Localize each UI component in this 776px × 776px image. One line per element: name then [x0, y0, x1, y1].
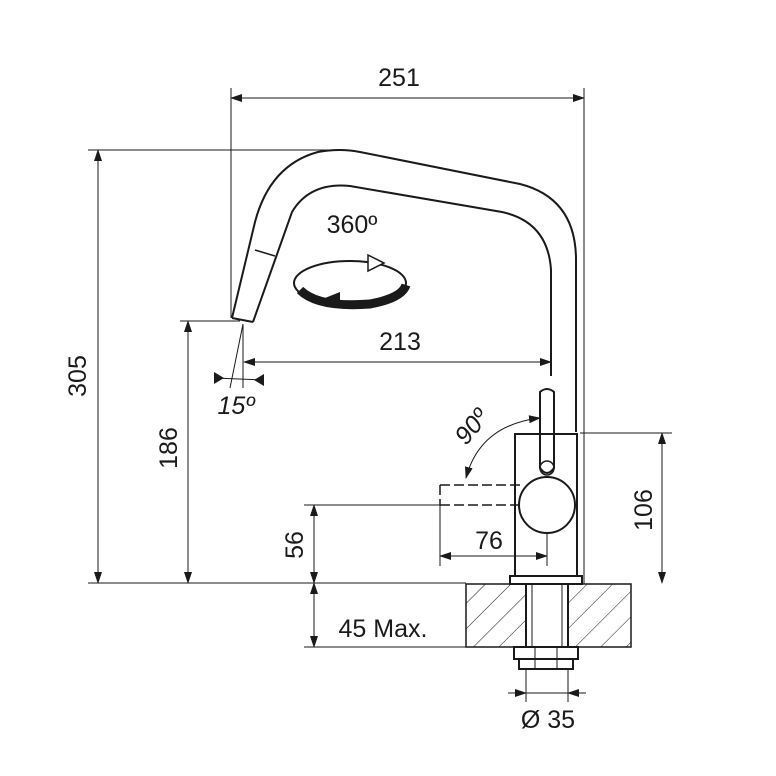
dim-hole-diameter: Ø 35 [508, 669, 586, 734]
label-body-height: 106 [630, 489, 658, 531]
label-lever-reach: 76 [475, 527, 503, 555]
dim-body-height: 106 [580, 432, 672, 584]
dim-spout-reach: 213 [243, 328, 552, 366]
faucet-outline [231, 149, 583, 585]
label-lever-angle: 90º [449, 402, 495, 450]
label-overall-width: 251 [378, 64, 420, 92]
label-spray-angle: 15º [218, 392, 257, 420]
dim-overall-height: 305 [64, 149, 466, 584]
label-max-thickness: 45 Max. [339, 615, 428, 643]
dim-lever-angle: 90º [449, 402, 541, 479]
dim-lever-reach: 76 [439, 505, 548, 566]
label-swivel-angle: 360º [327, 211, 378, 239]
label-overall-height: 305 [64, 355, 92, 397]
dim-lever-height: 56 [281, 504, 440, 584]
label-lever-height: 56 [281, 531, 309, 559]
dim-spout-height: 186 [155, 320, 240, 584]
label-spout-height: 186 [155, 427, 183, 469]
countertop-section [465, 583, 632, 670]
label-spout-reach: 213 [379, 328, 421, 356]
dim-spray-angle: 15º [213, 323, 265, 420]
label-hole-diameter: Ø 35 [521, 706, 575, 734]
dim-max-thickness: 45 Max. [304, 582, 466, 648]
dim-overall-width: 251 [230, 64, 585, 584]
swivel-indicator: 360º [293, 211, 411, 310]
